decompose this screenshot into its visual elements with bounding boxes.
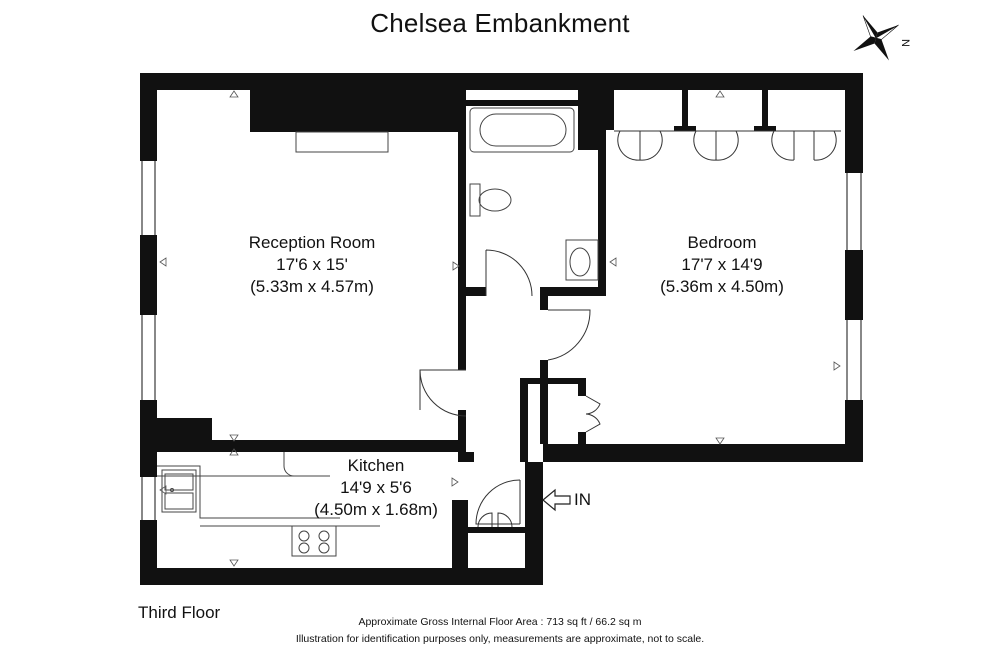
bathtub-icon — [469, 107, 575, 153]
room-name: Kitchen — [347, 456, 405, 475]
room-dimensions-imperial: 17'7 x 14'9 — [681, 255, 763, 274]
room-label-bedroom: Bedroom 17'7 x 14'9 (5.36m x 4.50m) — [632, 232, 812, 298]
compass-icon — [853, 15, 899, 61]
room-name: Reception Room — [248, 233, 376, 252]
room-dimensions-metric: (4.50m x 1.68m) — [314, 500, 438, 519]
compass-north-label: N — [898, 39, 911, 47]
toilet-icon — [469, 183, 512, 217]
exterior-walls — [140, 73, 863, 585]
radiator-markers — [159, 90, 841, 567]
entrance-label: IN — [574, 490, 591, 509]
windows — [141, 161, 862, 520]
kitchen-counter — [157, 452, 380, 527]
floor-area-note: Approximate Gross Internal Floor Area : … — [358, 616, 642, 628]
room-label-reception: Reception Room 17'6 x 15' (5.33m x 4.57m… — [222, 232, 402, 298]
plan-title: Chelsea Embankment — [370, 8, 630, 38]
room-dimensions-metric: (5.36m x 4.50m) — [660, 277, 784, 296]
room-label-kitchen: Kitchen 14'9 x 5'6 (4.50m x 1.68m) — [286, 455, 466, 521]
floor-name: Third Floor — [138, 603, 221, 622]
room-dimensions-imperial: 17'6 x 15' — [276, 255, 348, 274]
doors — [419, 130, 841, 528]
interior-walls — [157, 90, 776, 568]
entrance-arrow-icon — [542, 488, 571, 512]
hob-icon — [291, 525, 337, 557]
room-dimensions-imperial: 14'9 x 5'6 — [340, 478, 412, 497]
disclaimer: Illustration for identification purposes… — [295, 633, 705, 645]
room-dimensions-metric: (5.33m x 4.57m) — [250, 277, 374, 296]
basin-icon — [565, 239, 599, 281]
room-name: Bedroom — [687, 233, 757, 252]
fireplace-hearth — [295, 131, 389, 153]
